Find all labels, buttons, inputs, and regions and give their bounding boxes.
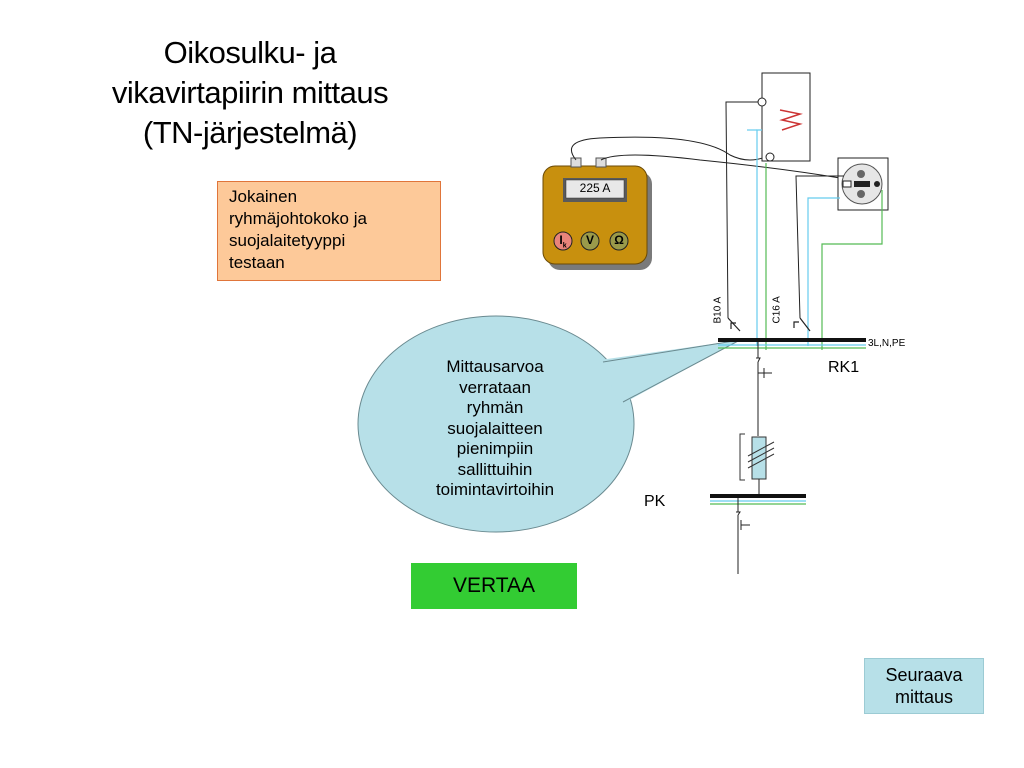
- bus-label: 3L,N,PE: [868, 338, 906, 349]
- breaker-2-label: C16 A: [771, 296, 783, 324]
- callout-line-5: pienimpiin: [456, 439, 534, 458]
- note-line-4: testaan: [229, 253, 285, 272]
- meter-button-v[interactable]: V: [585, 233, 594, 247]
- note-line-1: Jokainen: [229, 187, 298, 206]
- callout-line-4: suojalaitteen: [447, 418, 543, 438]
- callout-line-6: sallittuihin: [457, 459, 533, 479]
- title-line-3: (TN-järjestelmä): [142, 115, 358, 150]
- rk1-busbar: [718, 338, 866, 349]
- callout-line-3: ryhmän: [466, 398, 524, 417]
- breakers: [727, 317, 811, 332]
- rk1-label: RK1: [828, 359, 860, 376]
- vertaa-button[interactable]: VERTAA: [411, 563, 577, 609]
- callout-bubble: [357, 315, 741, 533]
- meter-button-ik[interactable]: Ik: [554, 233, 572, 249]
- meter-display: 225 A: [579, 181, 611, 195]
- breaker-1-label: B10 A: [712, 296, 724, 324]
- note-line-2: ryhmäjohtokoko ja: [229, 209, 367, 228]
- next-line-2: mittaus: [894, 687, 954, 707]
- title-line-2: vikavirtapiirin mittaus: [111, 75, 389, 110]
- load-box: [757, 72, 811, 162]
- meter-button-ik-label: I: [559, 233, 563, 247]
- fuse: [739, 433, 775, 494]
- callout-line-2: verrataan: [459, 377, 531, 397]
- multimeter: [542, 157, 652, 270]
- callout-text: Mittausarvoa verrataan ryhmän suojalaitt…: [405, 357, 585, 501]
- note-box: Jokainen ryhmäjohtokoko ja suojalaitetyy…: [217, 181, 441, 281]
- pk-busbar: [710, 494, 806, 505]
- next-measurement-button[interactable]: Seuraava mittaus: [864, 658, 984, 714]
- callout-line-7: toimintavirtoihin: [435, 480, 555, 499]
- meter-button-ohm[interactable]: Ω: [614, 233, 624, 247]
- pk-label: PK: [644, 493, 666, 510]
- socket: [837, 157, 889, 211]
- meter-button-ik-sub: k: [562, 242, 567, 250]
- note-line-3: suojalaitetyyppi: [229, 231, 346, 250]
- next-line-1: Seuraava: [885, 665, 963, 685]
- callout-line-1: Mittausarvoa: [446, 357, 544, 376]
- page-title: Oikosulku- ja vikavirtapiirin mittaus (T…: [70, 33, 430, 153]
- title-line-1: Oikosulku- ja: [163, 35, 337, 70]
